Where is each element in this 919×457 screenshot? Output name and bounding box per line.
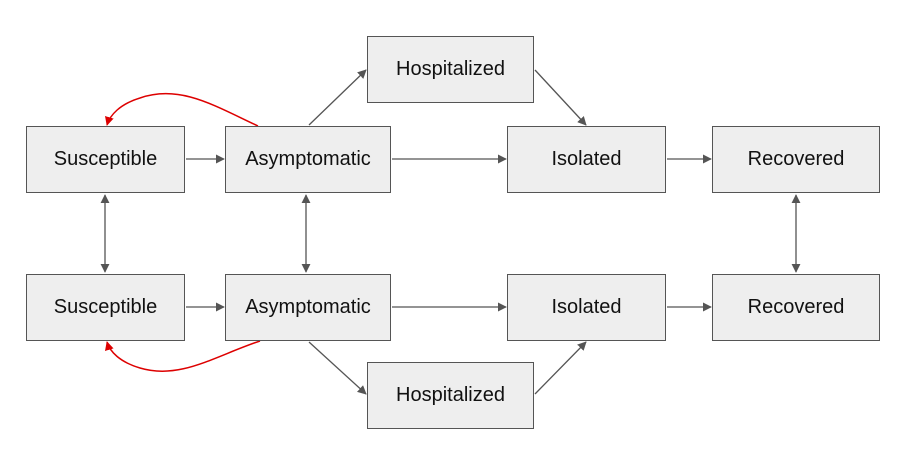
- node-recovered-top: Recovered: [712, 126, 880, 193]
- node-label: Hospitalized: [396, 384, 505, 406]
- node-recovered-bottom: Recovered: [712, 274, 880, 341]
- reinfection-arrow-top_asymptomatic-to-top_susceptible: [105, 92, 259, 127]
- node-susceptible-top: Susceptible: [26, 126, 185, 193]
- node-isolated-top: Isolated: [507, 126, 666, 193]
- node-isolated-bottom: Isolated: [507, 274, 666, 341]
- reinfection-arrow-bot_asymptomatic-to-bot_susceptible: [105, 340, 261, 372]
- node-label: Susceptible: [53, 296, 158, 318]
- node-label: Asymptomatic: [245, 296, 371, 318]
- node-label: Isolated: [551, 296, 622, 318]
- arrow-top_hospitalized-to-top_isolated: [534, 69, 587, 126]
- node-asymptomatic-top: Asymptomatic: [225, 126, 391, 193]
- node-label: Recovered: [747, 296, 845, 318]
- arrow-bot_hospitalized-to-bot_isolated: [534, 341, 587, 395]
- arrow-bot_asymptomatic-to-bot_hospitalized: [308, 341, 367, 395]
- node-label: Asymptomatic: [245, 148, 371, 170]
- node-hospitalized-top: Hospitalized: [367, 36, 534, 103]
- node-label: Isolated: [551, 148, 622, 170]
- node-susceptible-bottom: Susceptible: [26, 274, 185, 341]
- arrow-top_asymptomatic-to-top_hospitalized: [308, 69, 367, 126]
- node-label: Susceptible: [53, 148, 158, 170]
- node-hospitalized-bottom: Hospitalized: [367, 362, 534, 429]
- node-asymptomatic-bottom: Asymptomatic: [225, 274, 391, 341]
- node-label: Recovered: [747, 148, 845, 170]
- node-label: Hospitalized: [396, 58, 505, 80]
